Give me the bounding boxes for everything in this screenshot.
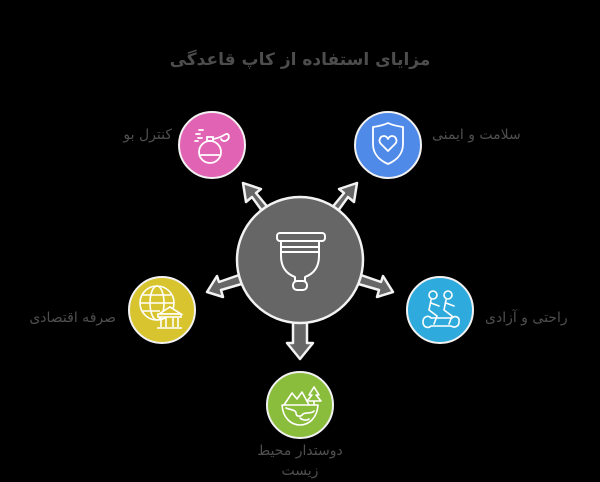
label-health-safety: سلامت و ایمنی	[432, 127, 521, 143]
diagram-title: مزایای استفاده از کاپ قاعدگی	[169, 50, 431, 70]
globe-bank-icon	[139, 285, 184, 329]
perfume-bottle-icon	[194, 129, 230, 164]
node-comfort-freedom	[406, 276, 474, 344]
tandem-bike-icon	[422, 290, 460, 329]
node-economy	[128, 276, 196, 344]
shield-heart-icon	[372, 122, 404, 165]
node-eco-friendly	[266, 371, 334, 439]
menstrual-cup-icon	[276, 232, 326, 291]
label-eco-friendly-line1: دوستدار محیط	[257, 443, 343, 459]
node-health-safety	[354, 111, 422, 179]
label-odor-control: کنترل بو	[123, 127, 172, 143]
label-eco-friendly-line2: زیست	[281, 463, 319, 479]
landscape-tree-icon	[281, 386, 322, 426]
label-economy: صرفه اقتصادی	[29, 310, 116, 326]
label-comfort-freedom: راحتی و آزادی	[485, 310, 568, 326]
node-odor-control	[178, 111, 246, 179]
